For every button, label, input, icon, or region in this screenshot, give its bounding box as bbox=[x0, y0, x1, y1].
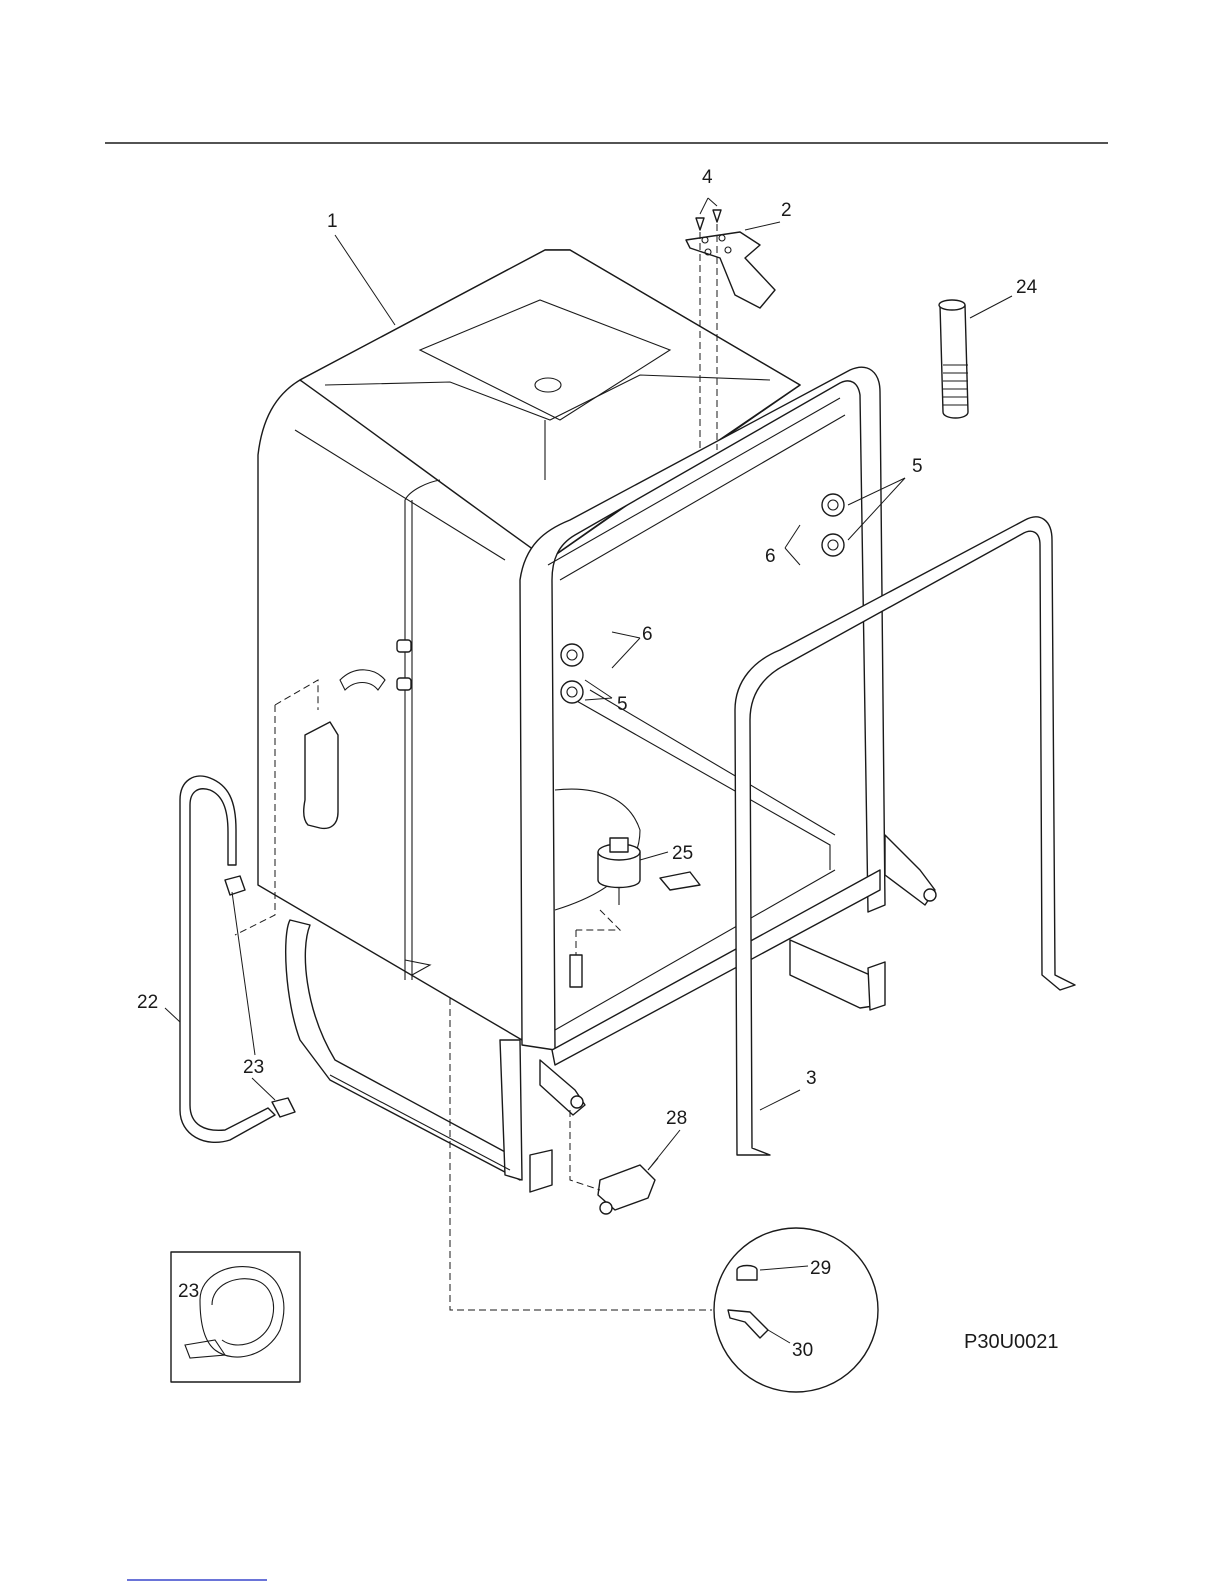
callout-25: 25 bbox=[672, 843, 693, 864]
callout-4: 4 bbox=[702, 167, 713, 188]
bottom-link-underline[interactable] bbox=[127, 1576, 267, 1581]
diagram-code: P30U0021 bbox=[964, 1331, 1059, 1353]
vent-tube bbox=[939, 296, 1012, 418]
door-gasket bbox=[735, 517, 1075, 1155]
callout-6-lower: 6 bbox=[642, 624, 653, 645]
callout-23-inset: 23 bbox=[178, 1281, 199, 1302]
callout-29: 29 bbox=[810, 1258, 831, 1279]
callout-5-lower: 5 bbox=[617, 694, 628, 715]
detail-circle bbox=[714, 1228, 878, 1392]
callout-24: 24 bbox=[1016, 277, 1038, 298]
callout-23-hose: 23 bbox=[243, 1057, 264, 1078]
callout-30: 30 bbox=[792, 1340, 813, 1361]
callout-22: 22 bbox=[137, 992, 158, 1013]
callout-3: 3 bbox=[806, 1068, 817, 1089]
door-switch bbox=[570, 1110, 680, 1214]
callout-28: 28 bbox=[666, 1108, 687, 1129]
callout-1: 1 bbox=[327, 211, 338, 232]
clamp-inset bbox=[171, 1252, 300, 1382]
tub-assembly bbox=[235, 250, 800, 1040]
callout-6-upper: 6 bbox=[765, 546, 776, 567]
callout-5-upper: 5 bbox=[912, 456, 923, 477]
callout-2: 2 bbox=[781, 200, 792, 221]
